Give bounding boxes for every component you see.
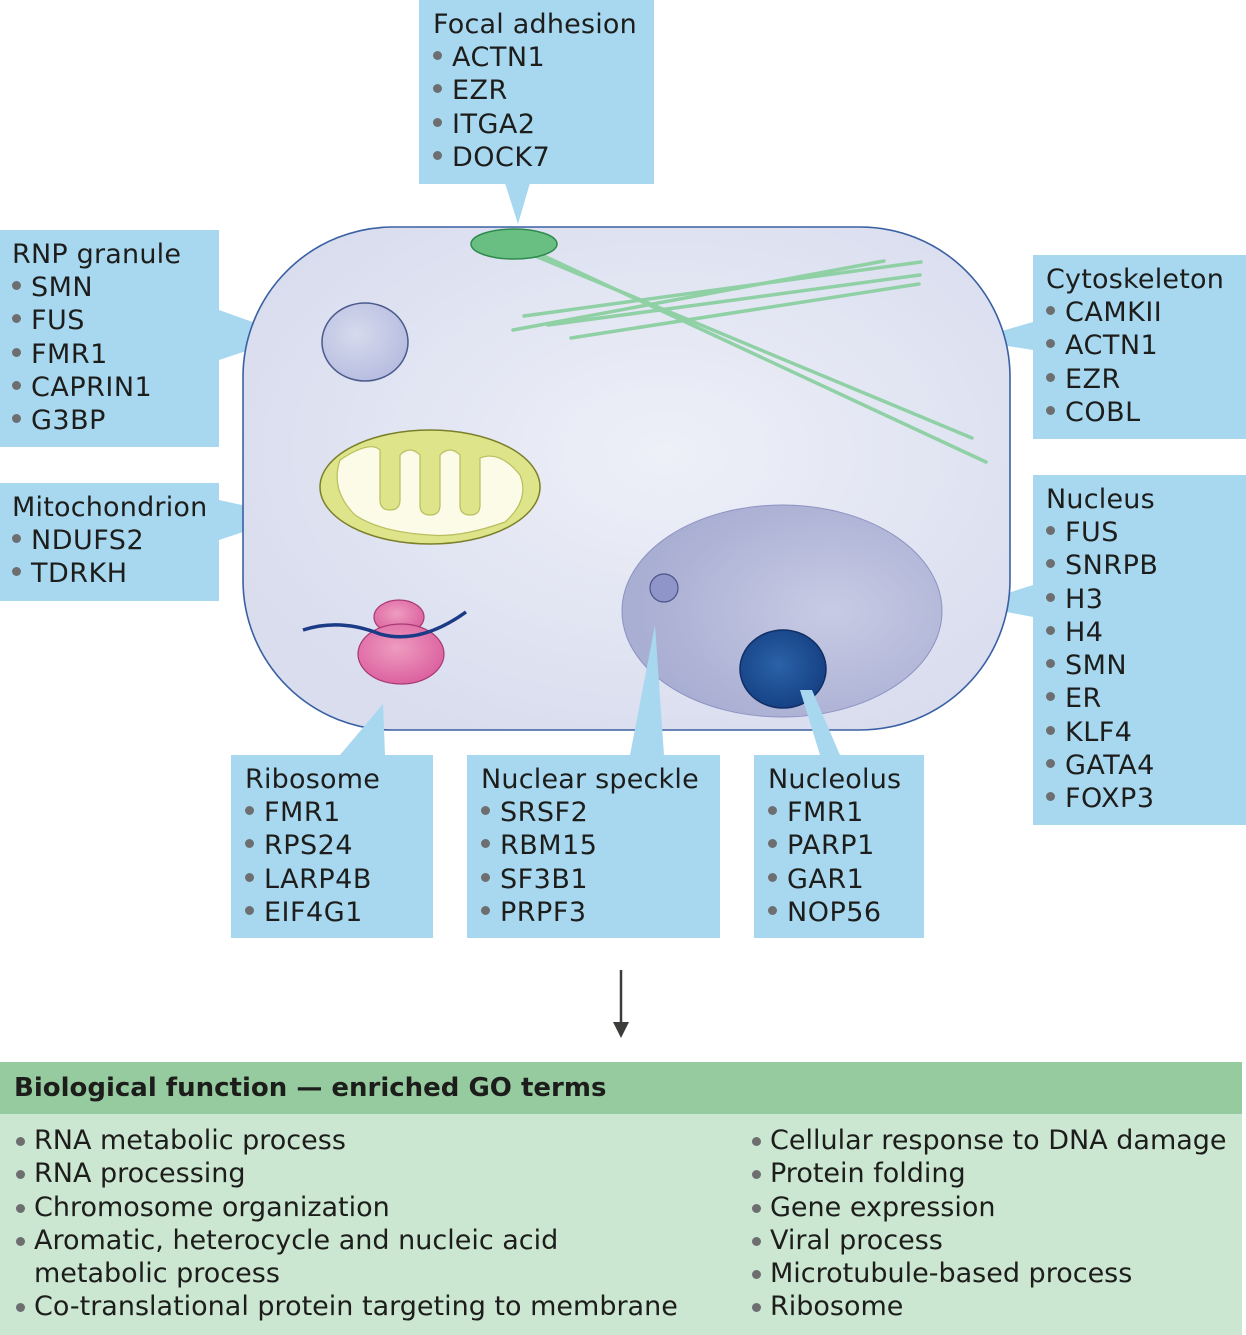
go-term: Co-translational protein targeting to me… <box>14 1290 724 1323</box>
gene-item: FUS <box>12 304 219 337</box>
nuclear-speckle-title: Nuclear speckle <box>481 764 699 795</box>
nuclear-speckle-shape <box>649 573 679 603</box>
gene-item: ITGA2 <box>433 108 654 141</box>
gene-item: NOP56 <box>768 896 924 929</box>
down-arrow-icon <box>613 970 629 1038</box>
go-term: Protein folding <box>750 1157 1240 1190</box>
nucleolus-pointer <box>800 690 840 755</box>
gene-item: FMR1 <box>245 796 433 829</box>
cytoskeleton-fibers <box>495 238 988 464</box>
gene-item: LARP4B <box>245 863 433 896</box>
go-term: Gene expression <box>750 1191 1240 1224</box>
cytoskeleton-title: Cytoskeleton <box>1046 264 1225 295</box>
gene-item: SF3B1 <box>481 863 720 896</box>
focal-adhesion-shape <box>470 228 558 260</box>
gene-item: ACTN1 <box>433 41 654 74</box>
nuclear-speckle-pointer <box>630 625 664 755</box>
gene-item: COBL <box>1046 396 1246 429</box>
gene-item: EZR <box>433 74 654 107</box>
rnp-granule-title: RNP granule <box>12 239 182 270</box>
gene-item: NDUFS2 <box>12 524 219 557</box>
gene-item: SRSF2 <box>481 796 720 829</box>
ribosome-shape <box>302 599 468 685</box>
go-term: Viral process <box>750 1224 1240 1257</box>
nucleus-title: Nucleus <box>1046 484 1155 515</box>
gene-item: KLF4 <box>1046 716 1246 749</box>
gene-item: PRPF3 <box>481 896 720 929</box>
ribosome-title: Ribosome <box>245 764 381 795</box>
gene-item: EIF4G1 <box>245 896 433 929</box>
gene-item: CAMKII <box>1046 296 1246 329</box>
go-terms-header: Biological function — enriched GO terms <box>0 1062 1242 1114</box>
go-term: Chromosome organization <box>14 1191 724 1224</box>
gene-item: H3 <box>1046 583 1246 616</box>
gene-item: PARP1 <box>768 829 924 862</box>
gene-item: FMR1 <box>768 796 924 829</box>
go-term: Ribosome <box>750 1290 1240 1323</box>
gene-item: SMN <box>12 271 219 304</box>
gene-item: GAR1 <box>768 863 924 896</box>
go-term: Aromatic, heterocycle and nucleic acid m… <box>14 1224 724 1291</box>
rnp-granule-shape <box>321 302 409 382</box>
gene-item: H4 <box>1046 616 1246 649</box>
nucleolus-title: Nucleolus <box>768 764 902 795</box>
nucleolus-shape <box>739 629 827 709</box>
mitochondrion-title: Mitochondrion <box>12 492 208 523</box>
gene-item: FOXP3 <box>1046 782 1246 815</box>
ribosome-pointer <box>340 704 385 755</box>
gene-item: FMR1 <box>12 338 219 371</box>
gene-item: CAPRIN1 <box>12 371 219 404</box>
mitochondrion-shape <box>319 429 541 545</box>
gene-item: SNRPB <box>1046 549 1246 582</box>
gene-item: ACTN1 <box>1046 329 1246 362</box>
gene-item: EZR <box>1046 363 1246 396</box>
gene-item: RBM15 <box>481 829 720 862</box>
gene-item: TDRKH <box>12 557 219 590</box>
nucleus-shape <box>621 504 943 718</box>
focal-adhesion-pointer <box>505 183 530 224</box>
gene-item: SMN <box>1046 649 1246 682</box>
go-term: RNA processing <box>14 1157 724 1190</box>
gene-item: G3BP <box>12 404 219 437</box>
go-term: RNA metabolic process <box>14 1124 724 1157</box>
focal-adhesion-title: Focal adhesion <box>433 9 637 40</box>
gene-item: DOCK7 <box>433 141 654 174</box>
go-term: Microtubule-based process <box>750 1257 1240 1290</box>
gene-item: ER <box>1046 682 1246 715</box>
gene-item: FUS <box>1046 516 1246 549</box>
gene-item: RPS24 <box>245 829 433 862</box>
go-term: Cellular response to DNA damage <box>750 1124 1240 1157</box>
gene-item: GATA4 <box>1046 749 1246 782</box>
